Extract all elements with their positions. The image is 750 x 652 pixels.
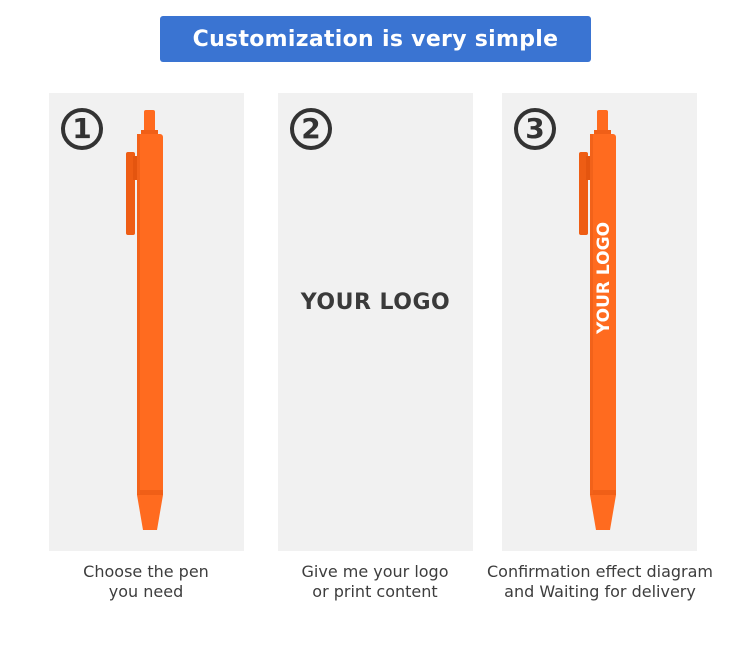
caption-line: you need (108, 582, 184, 601)
page-title-banner: Customization is very simple (160, 16, 591, 62)
step-card-choose-pen: 1 (49, 93, 244, 551)
step-number-badge: 2 (290, 108, 332, 150)
step-number-badge: 3 (514, 108, 556, 150)
caption-line: Give me your logo (301, 562, 449, 581)
step-number-badge: 1 (61, 108, 103, 150)
caption-line: and Waiting for delivery (504, 582, 696, 601)
step-card-confirmation: 3 YOUR LOGO (502, 93, 697, 551)
caption-line: Confirmation effect diagram (487, 562, 713, 581)
pen-printed-logo-text: YOUR LOGO (594, 222, 614, 335)
caption-line: Choose the pen (83, 562, 209, 581)
step-caption-confirmation: Confirmation effect diagram and Waiting … (480, 562, 720, 602)
orange-pen-with-logo-image: YOUR LOGO (579, 110, 616, 530)
orange-pen-image (126, 110, 163, 530)
step-caption-logo: Give me your logo or print content (255, 562, 495, 602)
logo-placeholder-text: YOUR LOGO (300, 290, 451, 315)
step-caption-choose-pen: Choose the pen you need (26, 562, 266, 602)
step-card-logo: 2 YOUR LOGO (278, 93, 473, 551)
caption-line: or print content (312, 582, 438, 601)
